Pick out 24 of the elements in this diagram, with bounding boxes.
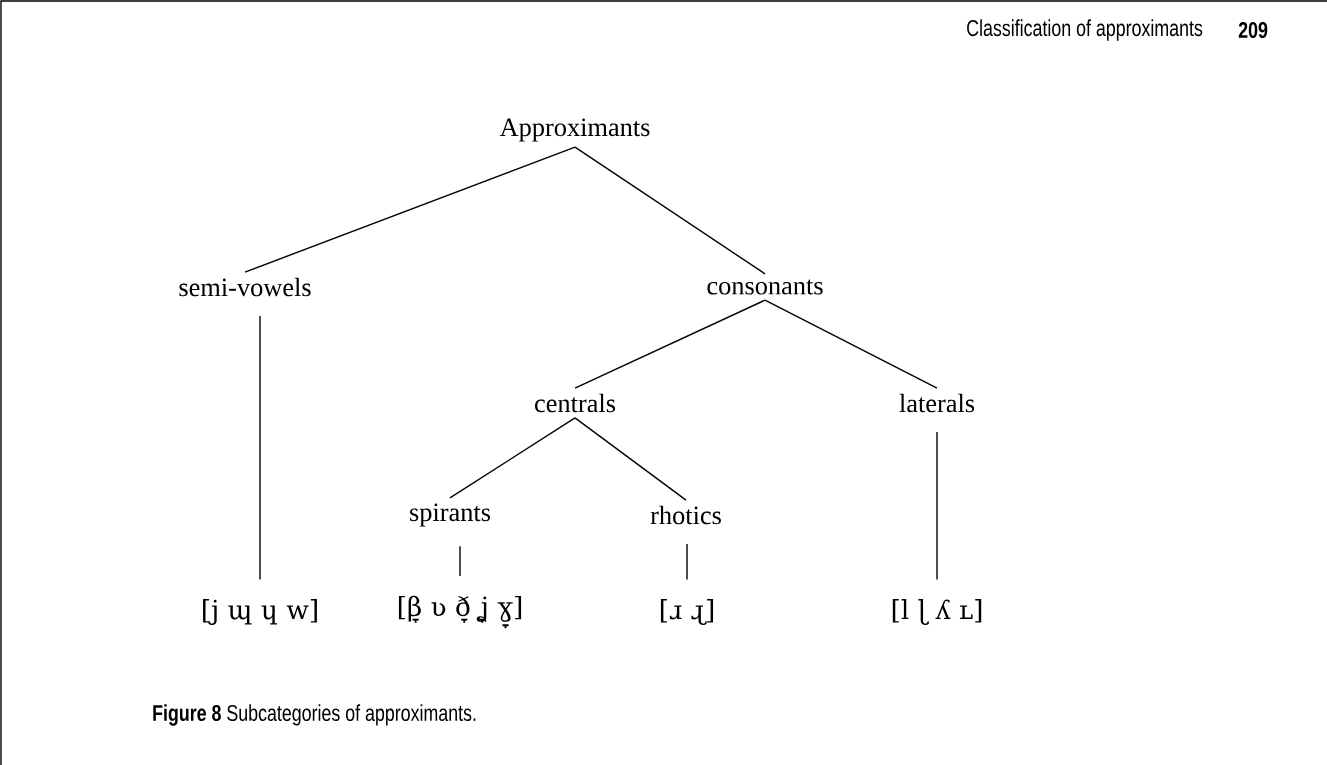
category-label: centrals [535,393,616,413]
phoneme-set: [β̞ ʋ ð̞ ʝ̞ ɣ̞] [398,595,522,629]
branch-line [936,431,938,581]
category-label: Approximants [499,118,650,142]
running-header: Classification of approximants [967,19,1203,41]
branch-line [459,545,461,577]
category-label: rhotics [650,505,721,525]
branch-line [574,146,766,275]
branch-line [574,299,766,389]
page-number: 209 [1238,21,1268,39]
branch-line [259,315,261,581]
figure-caption: Figure 8 Subcategories of approximants. [153,704,476,726]
branch-line [764,299,938,389]
branch-line [574,417,687,501]
category-label: consonants [707,279,823,295]
category-label: laterals [899,393,975,413]
phoneme-set: [l ɭ ʎ ʟ] [892,599,982,625]
branch-line [449,417,576,499]
category-label: semi-vowels [179,277,311,297]
branch-line [244,146,576,273]
branch-line [686,543,688,581]
phoneme-set: [j ɰ ɥ w] [203,599,317,625]
category-label: spirants [410,503,491,527]
phoneme-set: [ɹ ɻ] [660,599,714,625]
